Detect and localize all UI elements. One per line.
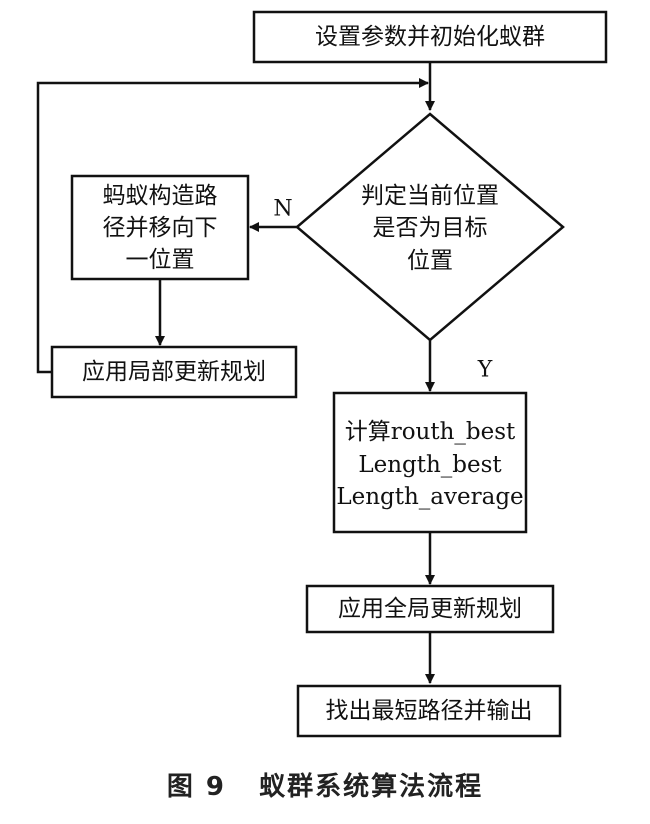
node-shapes [50,10,608,738]
decision-label-line-2: 是否为目标 [373,215,488,241]
construct-label-line-2: 径并移向下 [103,215,218,241]
figure-number: 图 9 [166,772,226,802]
global-update-label: 应用全局更新规划 [338,596,522,622]
construct-label-line-1: 蚂蚁构造路 [103,183,218,209]
compute-label-line-3: Length_average [336,484,523,510]
output-label: 找出最短路径并输出 [326,698,533,724]
init-label: 设置参数并初始化蚁群 [315,24,545,50]
decision-diamond [295,112,565,342]
figure-caption: 图 9 蚁群系统算法流程 [0,766,650,803]
compute-label-line-1: 计算routh_best [345,419,516,445]
edge-label-no: N [273,197,292,222]
edges [36,62,435,684]
output-box [296,684,562,738]
local-update-label: 应用局部更新规划 [82,359,266,385]
edge-loop-back [36,78,429,374]
edge-label-yes: Y [477,358,493,383]
init-box [252,10,608,64]
figure-title: 蚁群系统算法流程 [259,772,484,802]
node-labels: 设置参数并初始化蚁群 判定当前位置 是否为目标 位置 蚂蚁构造路 径并移向下 一… [82,24,545,724]
decision-label-line-3: 位置 [407,248,453,274]
flowchart: 设置参数并初始化蚁群 判定当前位置 是否为目标 位置 蚂蚁构造路 径并移向下 一… [36,10,608,738]
local-update-box [50,345,298,399]
compute-label-line-2: Length_best [358,452,502,478]
compute-box [332,391,528,534]
global-update-box [305,584,555,634]
decision-label-line-1: 判定当前位置 [361,183,499,209]
construct-label-line-3: 一位置 [126,247,195,273]
construct-box [70,174,250,281]
